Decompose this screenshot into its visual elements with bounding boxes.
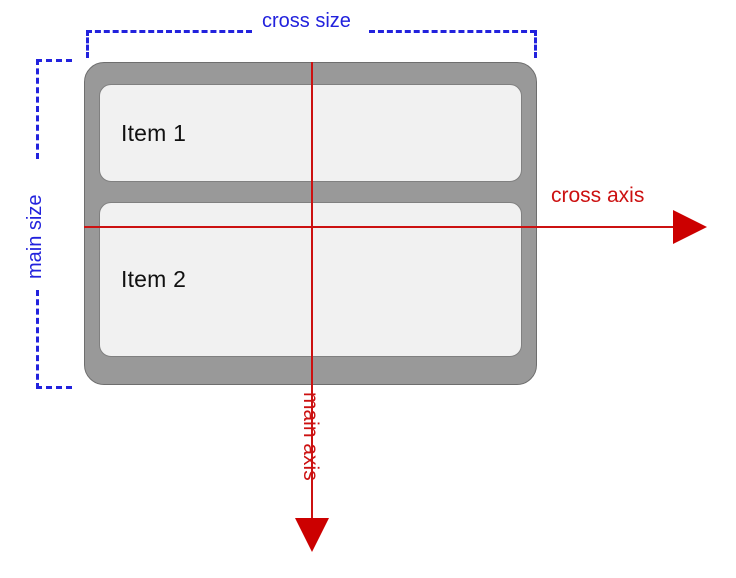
cross-axis-line [84,226,675,228]
main-axis-label: main axis [299,392,322,481]
main-axis-line [311,62,313,524]
flex-item-1-label: Item 1 [121,119,187,146]
main-size-label: main size [24,188,47,285]
cross-size-bracket-right-tick [534,30,537,58]
main-size-bracket-top-segment [36,59,39,159]
main-size-bracket-bottom-tick [36,386,72,389]
cross-axis-arrow-icon [673,210,707,244]
flex-item-2-label: Item 2 [121,266,187,292]
cross-size-bracket-left-segment [86,30,252,33]
cross-axis-label: cross axis [551,184,645,207]
cross-size-label: cross size [256,10,357,33]
flex-item-1: Item 1 [99,84,522,182]
main-size-bracket-top-tick [36,59,72,62]
cross-size-bracket-left-tick [86,30,89,58]
main-axis-arrow-icon [295,518,329,552]
main-size-bracket-bottom-segment [36,290,39,389]
cross-size-bracket-right-segment [369,30,536,33]
